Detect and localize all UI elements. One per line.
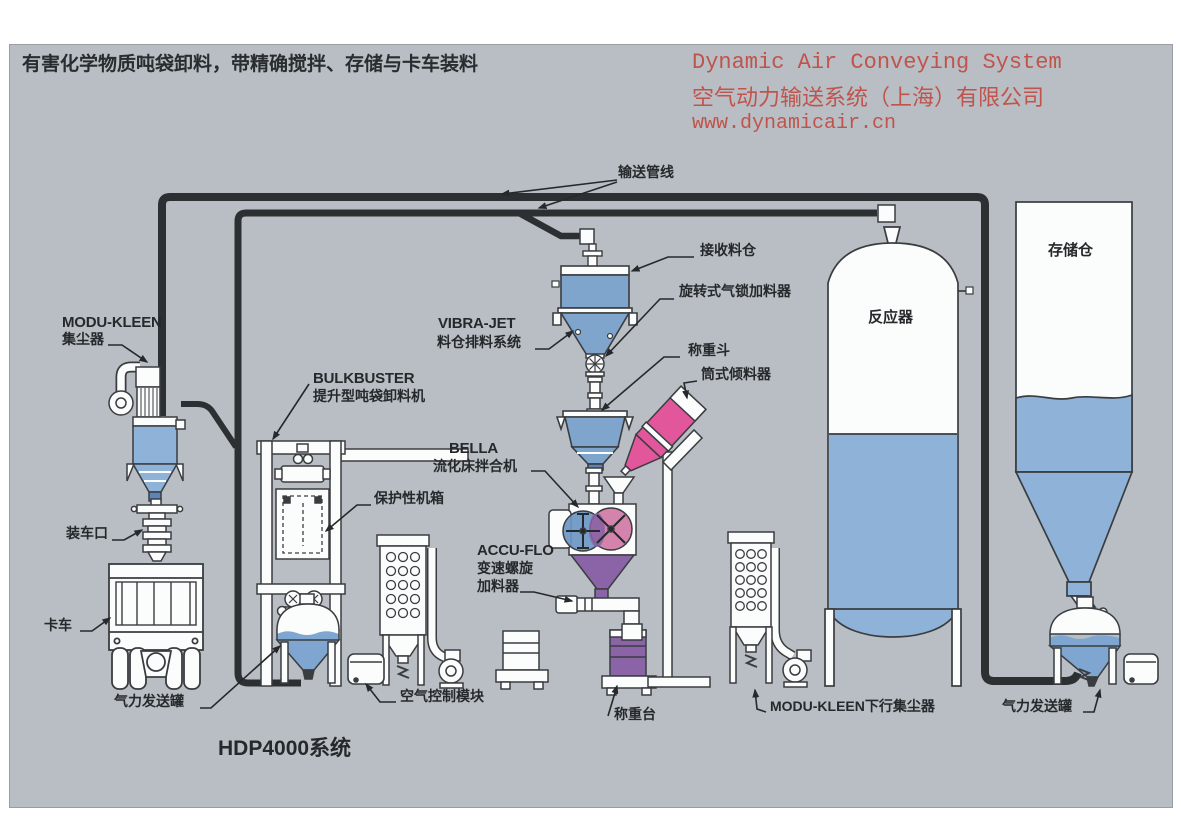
filter-holes <box>385 551 421 619</box>
pneumatic-transporter-right <box>1047 596 1122 687</box>
tipper-drum-cap <box>669 385 707 423</box>
modu-kleen-downflow-collector <box>727 531 812 688</box>
rotary-airlock-feeder <box>585 353 605 415</box>
tipper-funnel <box>602 476 636 494</box>
pipe-fittings <box>579 204 896 245</box>
label-bella-desc: 流化床拌合机 <box>433 458 517 474</box>
collector-tank-rim <box>132 416 178 427</box>
label-receiving-hopper: 接收料仓 <box>700 242 756 258</box>
bella-mixer <box>548 467 637 601</box>
collector-leg-left <box>126 463 136 482</box>
label-protective-enclosure: 保护性机箱 <box>374 490 444 506</box>
weigh-hopper-cone <box>570 446 620 465</box>
blower-duct-core <box>117 363 140 396</box>
air-control-module-box <box>347 653 385 685</box>
collector-tank-body <box>132 425 178 465</box>
modu-kleen-dust-collector <box>108 361 186 502</box>
collector-cap <box>135 366 161 388</box>
label-vibra-jet-desc: 料仓排料系统 <box>437 334 521 350</box>
reactor-vessel <box>824 226 974 687</box>
truck-wheel <box>183 647 201 690</box>
leader-lines <box>80 179 1102 717</box>
hopper-feed-branch <box>517 210 582 240</box>
air-control-module-box-right <box>1123 653 1159 685</box>
label-weigh-hopper: 称重斗 <box>688 342 730 358</box>
mixer-cone <box>569 554 636 590</box>
feeder-trough <box>576 597 640 612</box>
receiving-hopper <box>551 265 638 358</box>
company-website: www.dynamicair.cn <box>692 112 897 135</box>
conveying-pipe-inner <box>234 209 877 687</box>
label-accu-flo-desc1: 变速螺旋 <box>477 560 533 576</box>
collector-leg-right <box>174 463 184 482</box>
label-transporter-right: 气力发送罐 <box>1002 698 1072 714</box>
truck-axle-hub <box>146 652 166 672</box>
truck-wheel <box>111 647 129 690</box>
pneumatic-transporter-left <box>275 593 341 684</box>
tipper-base <box>647 676 711 688</box>
label-bulkbuster-desc: 提升型吨袋卸料机 <box>313 388 425 404</box>
collector-blower-hub <box>115 397 127 409</box>
label-vibra-jet-name: VIBRA-JET <box>438 315 516 332</box>
reactor-inlet-fitting <box>877 204 896 223</box>
system-name: HDP4000系统 <box>218 737 352 760</box>
label-rotary-airlock: 旋转式气锁加料器 <box>679 283 791 299</box>
label-transporter-left: 气力发送罐 <box>114 693 184 709</box>
company-name-cn: 空气动力输送系统（上海）有限公司 <box>692 87 1045 112</box>
label-bella-name: BELLA <box>449 440 498 457</box>
hopper-inlet-valve <box>582 243 603 268</box>
pipe-network <box>158 193 1082 687</box>
label-accu-flo-desc2: 加料器 <box>477 578 519 594</box>
drum-tipper-device <box>602 385 711 688</box>
label-conveying-line: 输送管线 <box>618 164 674 180</box>
accu-flo-feeder <box>555 595 643 641</box>
label-air-control-module: 空气控制模块 <box>400 688 484 704</box>
loading-spout-device <box>130 498 184 562</box>
receiving-hopper-cone <box>559 312 631 358</box>
truck-graphic <box>108 563 204 690</box>
page-title: 有害化学物质吨袋卸料，带精确搅拌、存储与卡车装料 <box>22 54 479 75</box>
drum-cart <box>495 630 549 690</box>
label-downflow-collector: MODU-KLEEN下行集尘器 <box>770 698 935 714</box>
tipper-bracket <box>661 428 704 472</box>
label-reactor: 反应器 <box>868 309 914 326</box>
label-modu-kleen-desc: 集尘器 <box>62 331 104 347</box>
label-accu-flo-name: ACCU-FLO <box>477 542 554 559</box>
middle-dust-filter <box>376 534 464 689</box>
downflow-filter-holes <box>735 549 767 611</box>
weigh-hopper-device <box>555 410 635 471</box>
label-truck: 卡车 <box>44 617 72 633</box>
collector-cone <box>131 463 179 493</box>
tipper-clamp-band <box>641 421 674 453</box>
hopper-inlet-fitting <box>579 228 595 245</box>
conveying-pipe-outer <box>158 193 1082 685</box>
storage-silo-vessel <box>1014 201 1134 608</box>
tipper-post <box>662 451 673 679</box>
weigh-hopper-body <box>563 416 627 448</box>
bulkbuster-unloader <box>256 440 469 687</box>
company-name-en: Dynamic Air Conveying System <box>692 50 1062 75</box>
label-modu-kleen-name: MODU-KLEEN <box>62 314 162 331</box>
label-storage-silo: 存储仓 <box>1048 242 1094 259</box>
label-loading-spout: 装车口 <box>66 525 108 541</box>
label-bulkbuster-name: BULKBUSTER <box>313 370 415 387</box>
collector-branch-pipe <box>181 401 239 449</box>
collector-side-fitting <box>175 419 186 430</box>
silo-cone <box>1014 471 1134 583</box>
label-weigh-platform: 称重台 <box>614 706 656 722</box>
label-drum-tipper: 筒式倾料器 <box>701 366 771 382</box>
spout-flange <box>136 504 178 514</box>
